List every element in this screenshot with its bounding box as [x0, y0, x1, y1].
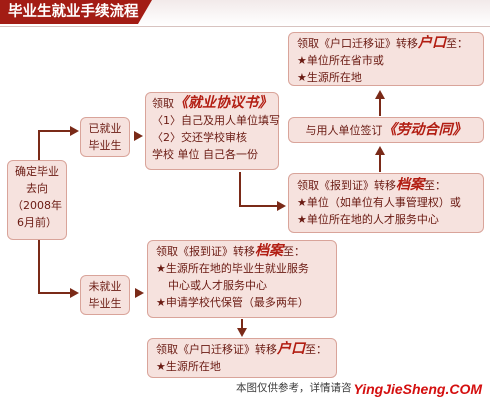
start-line-1: 确定毕业 — [15, 165, 59, 178]
employed-box: 已就业 毕业生 — [80, 117, 130, 157]
unemployed-box: 未就业 毕业生 — [80, 275, 130, 315]
unemployed-line-1: 未就业 — [88, 280, 122, 293]
agreement-box: 领取《就业协议书》 〈1〉自己及用人单位填写 〈2〉交还学校审核 学校 单位 自… — [145, 92, 280, 170]
connector-start-employed-h — [38, 130, 70, 132]
hukou-top-prefix: 领取《户口迁移证》转移 — [297, 37, 418, 50]
dispatch-employed-title: 领取《报到证》转移档案至： — [297, 177, 479, 194]
employed-line-2: 毕业生 — [88, 139, 122, 152]
site-logo: YingJieSheng.COM — [351, 381, 484, 397]
arrow-down-hukou-bottom — [237, 328, 247, 337]
hukou-top-item-2: ★生源所在地 — [297, 71, 362, 84]
hukou-bottom-prefix: 领取《户口迁移证》转移 — [156, 343, 277, 356]
agreement-title: 领取《就业协议书》 — [152, 95, 274, 112]
hukou-bottom-item-1: ★生源所在地 — [156, 360, 221, 373]
arrow-up-hukou-top — [375, 90, 385, 99]
dispatch-box-employed: 领取《报到证》转移档案至： ★单位（如单位有人事管理权）或 ★单位所在地的人才服… — [288, 173, 484, 233]
dispatch-unemployed-item-1: ★生源所在地的毕业生就业服务 — [156, 262, 309, 275]
dispatch-box-unemployed: 领取《报到证》转移档案至： ★生源所在地的毕业生就业服务 中心或人才服务中心 ★… — [147, 240, 337, 318]
connector-start-unemployed-h — [38, 292, 70, 294]
arrow-right-unemployed — [70, 288, 79, 298]
connector-agreement-dispatch-h — [239, 205, 277, 207]
dispatch-employed-prefix: 领取《报到证》转移 — [297, 179, 396, 192]
hukou-bottom-suffix: 至： — [305, 343, 327, 356]
agreement-item-1: 〈1〉自己及用人单位填写 — [152, 114, 280, 127]
hukou-top-emphasis: 户口 — [418, 35, 446, 51]
employed-line-1: 已就业 — [88, 122, 122, 135]
hukou-bottom-emphasis: 户口 — [277, 341, 305, 357]
connector-start-employed-v — [38, 130, 40, 160]
connector-dispatch-hukou-bottom — [241, 319, 243, 329]
connector-start-unemployed-v — [38, 240, 40, 293]
arrow-up-contract — [375, 146, 385, 155]
dispatch-employed-item-2: ★单位所在地的人才服务中心 — [297, 213, 439, 226]
agreement-prefix: 领取 — [152, 97, 174, 110]
arrow-right-dispatch-unemployed — [135, 288, 144, 298]
page-title: 毕业生就业手续流程 — [0, 0, 152, 24]
hukou-bottom-title: 领取《户口迁移证》转移户口至： — [156, 341, 332, 358]
start-line-2: 去向 — [26, 182, 48, 195]
dispatch-unemployed-title: 领取《报到证》转移档案至： — [156, 243, 332, 260]
contract-emphasis: 《劳动合同》 — [382, 122, 467, 138]
dispatch-employed-emphasis: 档案 — [396, 177, 424, 193]
connector-agreement-dispatch-v — [239, 172, 241, 206]
dispatch-employed-item-1: ★单位（如单位有人事管理权）或 — [297, 196, 461, 209]
hukou-box-bottom: 领取《户口迁移证》转移户口至： ★生源所在地 — [147, 338, 337, 378]
dispatch-unemployed-item-2: 中心或人才服务中心 — [168, 279, 267, 292]
hukou-top-title: 领取《户口迁移证》转移户口至： — [297, 35, 477, 52]
start-line-4: 6月前） — [17, 216, 57, 229]
arrow-right-dispatch-employed — [277, 201, 286, 211]
agreement-item-2: 〈2〉交还学校审核 — [152, 131, 247, 144]
arrow-right-employed — [70, 126, 79, 136]
header-bar: 毕业生就业手续流程 — [0, 0, 490, 27]
hukou-top-suffix: 至： — [446, 37, 468, 50]
contract-box: 与用人单位签订《劳动合同》 — [288, 117, 484, 143]
dispatch-unemployed-item-3: ★申请学校代保管（最多两年） — [156, 296, 309, 309]
agreement-emphasis: 《就业协议书》 — [174, 95, 272, 111]
hukou-box-top: 领取《户口迁移证》转移户口至： ★单位所在省市或 ★生源所在地 — [288, 32, 484, 86]
dispatch-unemployed-emphasis: 档案 — [255, 243, 283, 259]
start-box: 确定毕业 去向 （2008年 6月前） — [7, 160, 67, 240]
arrow-right-agreement — [134, 131, 143, 141]
footer-note: 本图仅供参考，详情请咨询 — [236, 382, 362, 394]
dispatch-unemployed-suffix: 至： — [283, 245, 305, 258]
hukou-top-item-1: ★单位所在省市或 — [297, 54, 384, 67]
start-line-3: （2008年 — [12, 199, 62, 212]
contract-prefix: 与用人单位签订 — [305, 124, 383, 137]
agreement-footer: 学校 单位 自己各一份 — [152, 148, 258, 161]
connector-contract-hukou — [379, 99, 381, 116]
unemployed-line-2: 毕业生 — [88, 297, 122, 310]
connector-dispatch-contract — [379, 155, 381, 172]
dispatch-employed-suffix: 至： — [424, 179, 446, 192]
dispatch-unemployed-prefix: 领取《报到证》转移 — [156, 245, 255, 258]
